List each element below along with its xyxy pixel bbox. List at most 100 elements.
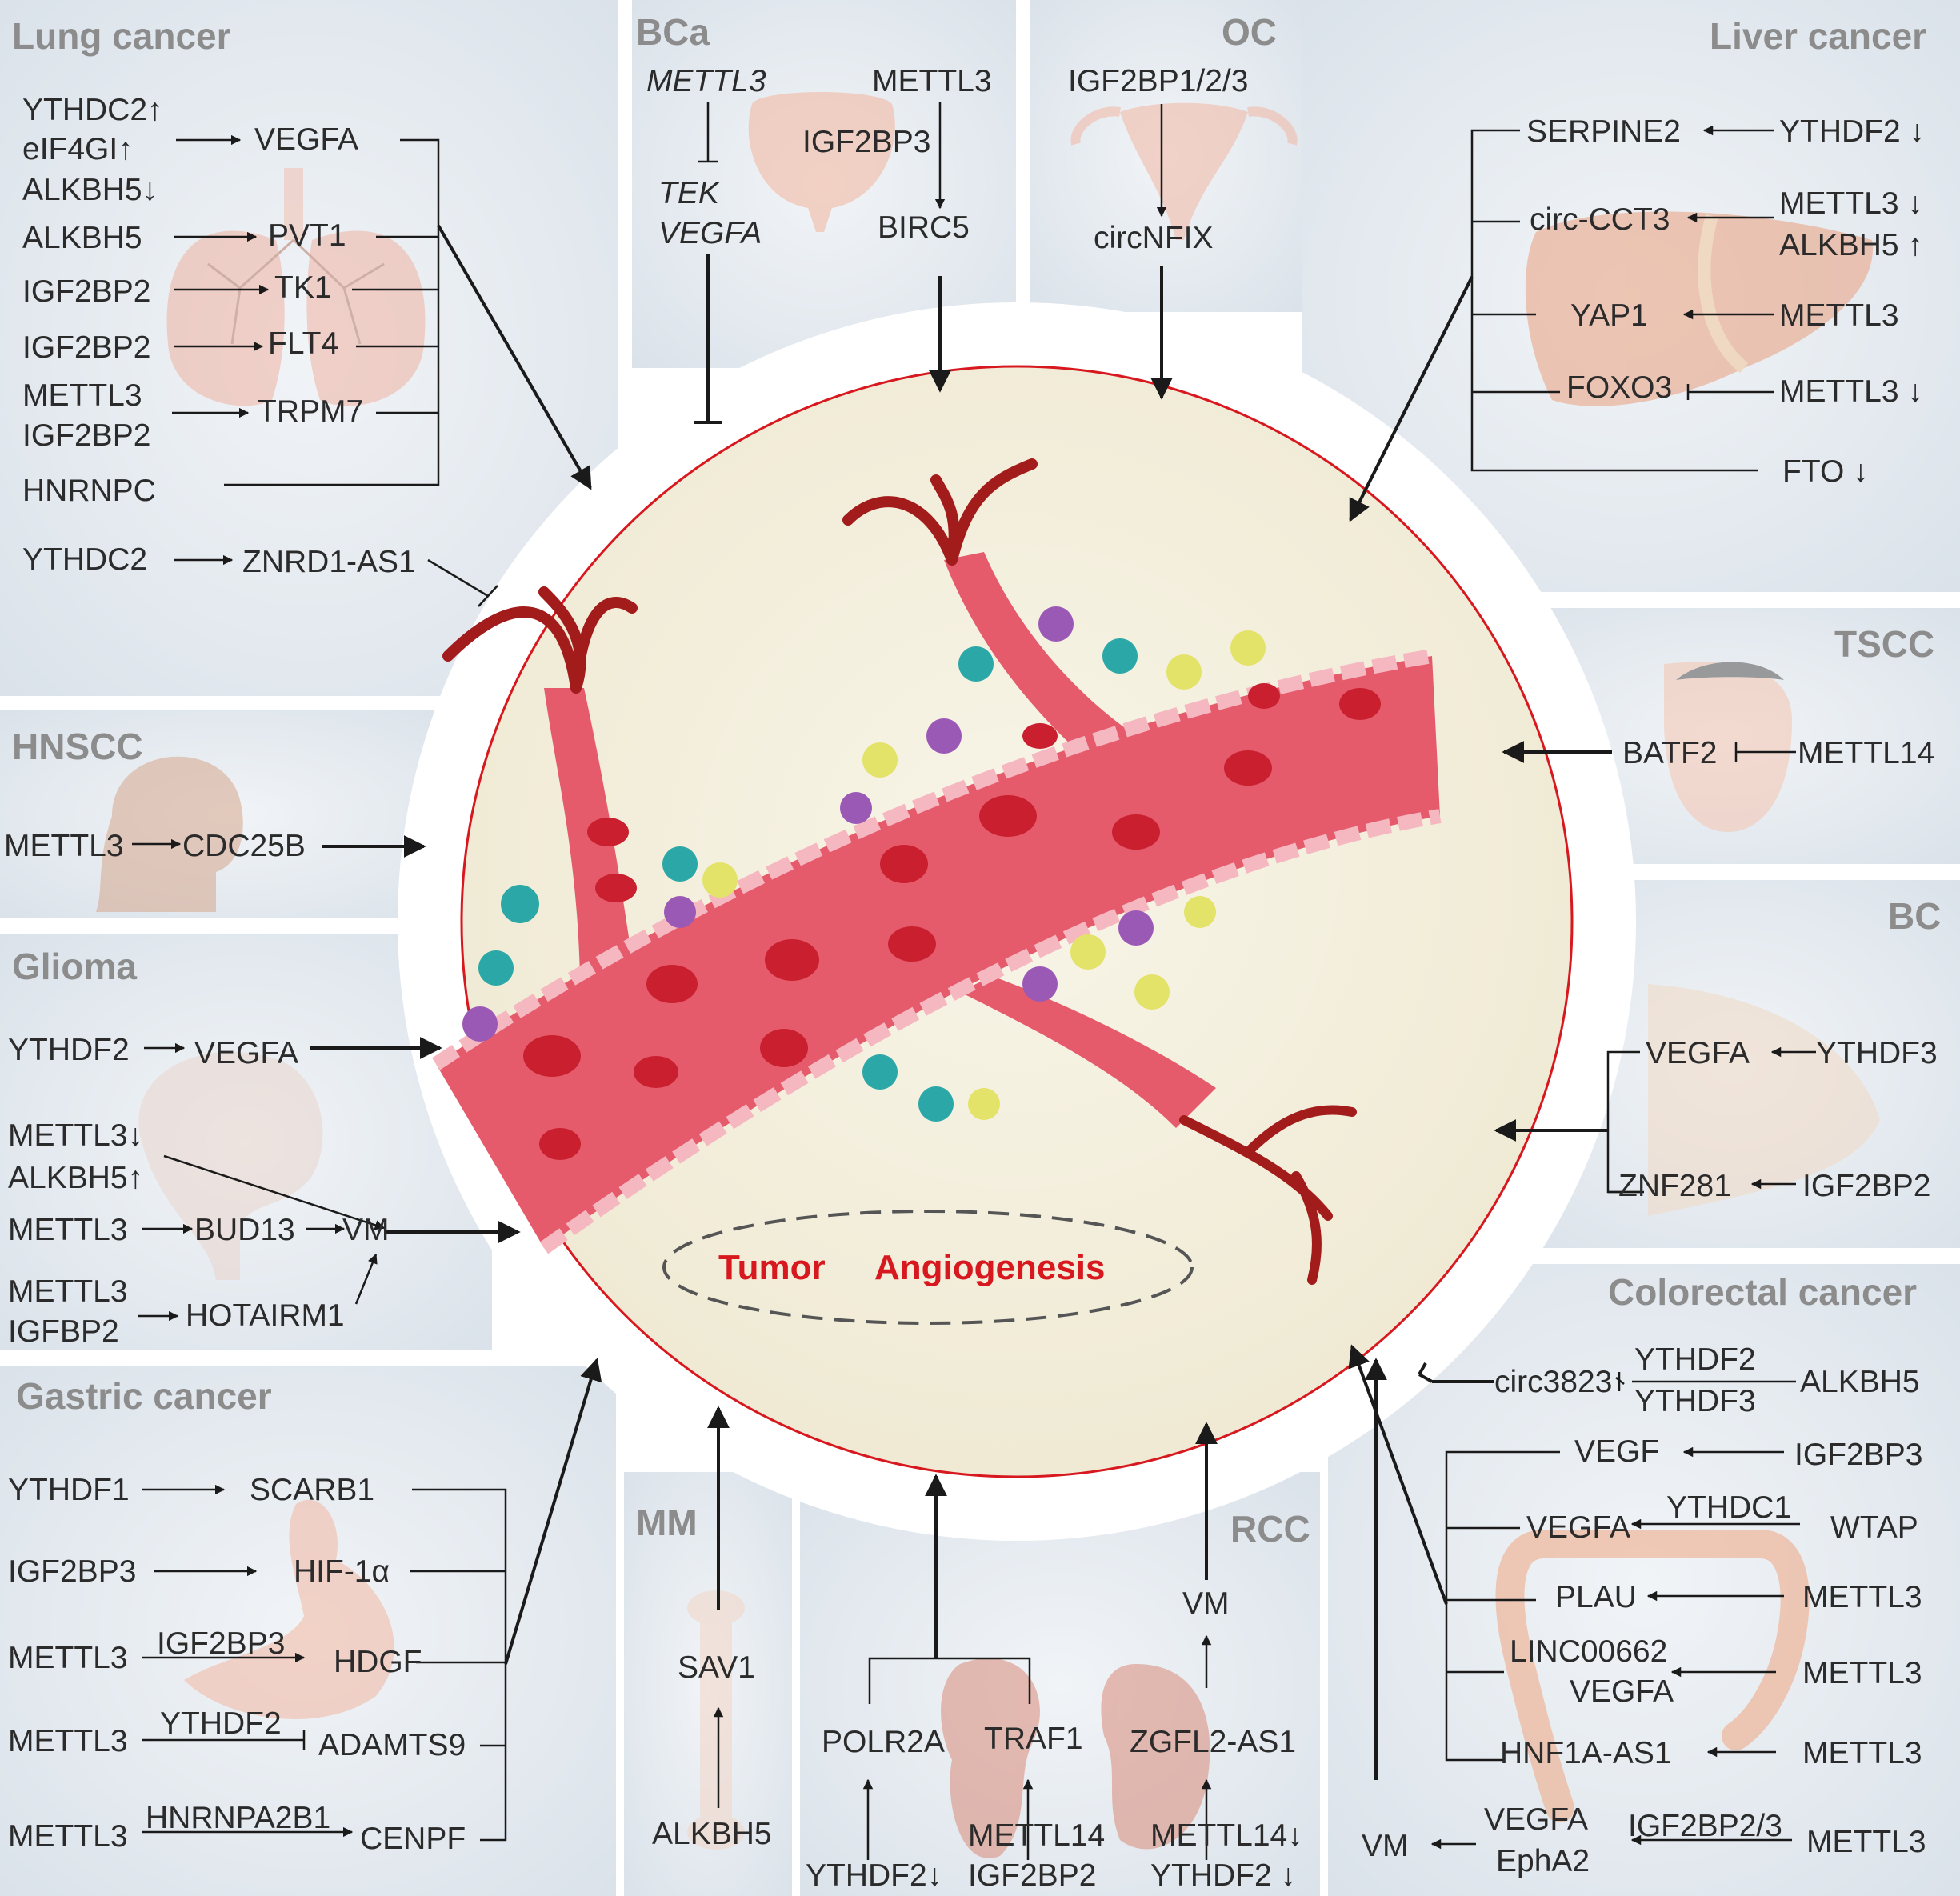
organ-illustrations xyxy=(96,92,1880,1858)
gene-mettl14: METTL14 xyxy=(1798,736,1935,770)
panel-title-mm: MM xyxy=(636,1502,698,1543)
gene-igf2bp2: IGF2BP2 xyxy=(22,330,151,365)
tumor-label: Tumor xyxy=(718,1248,826,1287)
gene-foxo3: FOXO3 xyxy=(1566,370,1673,405)
gene-pvt1: PVT1 xyxy=(268,218,346,253)
tongue-illustration xyxy=(1664,662,1792,832)
gene-igf2bp2: IGF2BP2 xyxy=(22,418,151,453)
gene-plau: PLAU xyxy=(1555,1580,1637,1614)
gene-vegf: VEGF xyxy=(1574,1434,1660,1469)
gene-mettl3: METTL3 xyxy=(8,1213,128,1247)
gene-sav1: SAV1 xyxy=(678,1650,755,1685)
gene-ythdf2-down: YTHDF2 ↓ xyxy=(1779,114,1926,149)
gene-alkbh5: ALKBH5 xyxy=(652,1817,772,1851)
gene-hdgf: HDGF xyxy=(334,1645,422,1679)
brain-illustration xyxy=(138,1051,323,1280)
panel-title-liver-cancer: Liver cancer xyxy=(1710,15,1927,57)
gene-mettl3-down: METTL3↓ xyxy=(8,1118,144,1153)
gene-igf2bp2: IGF2BP2 xyxy=(968,1858,1097,1893)
gene-circ3823: circ3823 xyxy=(1494,1365,1613,1399)
gene-serpine2: SERPINE2 xyxy=(1526,114,1681,149)
gene-mettl3: METTL3 xyxy=(1806,1825,1926,1859)
gene-hif-1a: HIF-1α xyxy=(294,1554,390,1589)
gene-hnrnpa2b1: HNRNPA2B1 xyxy=(146,1801,331,1835)
gene-ythdf3: YTHDF3 xyxy=(1634,1384,1756,1418)
gene-ythdf3: YTHDF3 xyxy=(1816,1036,1938,1070)
gene-mettl3-italic: METTL3 xyxy=(646,64,766,98)
gene-vegfa: VEGFA xyxy=(1646,1036,1750,1070)
gene-ythdf2: YTHDF2 xyxy=(8,1033,130,1067)
gene-tk1: TK1 xyxy=(274,270,332,305)
main-arrows xyxy=(310,224,1612,1780)
panel-title-bc: BC xyxy=(1888,895,1942,937)
gene-vegfa: VEGFA xyxy=(1484,1802,1589,1837)
gene-linc00662: LINC00662 xyxy=(1510,1634,1668,1669)
gene-epha2: EphA2 xyxy=(1496,1844,1590,1878)
gene-igf2bp3: IGF2BP3 xyxy=(1794,1438,1923,1472)
gene-igfbp2: IGFBP2 xyxy=(8,1314,119,1349)
gene-hnrnpc: HNRNPC xyxy=(22,474,156,508)
stomach-illustration xyxy=(184,1499,394,1719)
gene-mettl3: METTL3 xyxy=(872,64,992,98)
panel-title-bca: BCa xyxy=(636,11,710,53)
gene-igf2bp3: IGF2BP3 xyxy=(157,1626,286,1661)
gene-birc5: BIRC5 xyxy=(878,210,970,245)
lung-illustration xyxy=(166,168,426,406)
gene-mettl3-down: METTL3 ↓ xyxy=(1779,374,1923,409)
gene-alkbh5-down: ALKBH5↓ xyxy=(22,173,158,207)
gene-cenpf: CENPF xyxy=(360,1822,466,1856)
gene-vegfa: VEGFA xyxy=(1570,1674,1674,1709)
gene-mettl3: METTL3 xyxy=(1779,298,1899,333)
head-illustration xyxy=(96,756,243,912)
gene-adamts9: ADAMTS9 xyxy=(318,1728,466,1762)
gene-vegfa: VEGFA xyxy=(1526,1510,1631,1545)
gene-tek: TEK xyxy=(658,176,719,210)
panel-title-lung-cancer: Lung cancer xyxy=(12,15,231,57)
liver-illustration xyxy=(1525,211,1873,406)
gene-mettl14: METTL14 xyxy=(968,1818,1106,1853)
gene-igf2bp3: IGF2BP3 xyxy=(8,1554,137,1589)
gene-hotairm1: HOTAIRM1 xyxy=(186,1298,345,1333)
gene-trpm7: TRPM7 xyxy=(258,394,364,429)
gene-alkbh5: ALKBH5 xyxy=(1800,1365,1920,1399)
gene-vegfa: VEGFA xyxy=(658,216,762,250)
gene-yap1: YAP1 xyxy=(1570,298,1648,333)
gene-igf2bp2: IGF2BP2 xyxy=(22,274,151,309)
tumor-cells xyxy=(462,606,1266,1122)
gene-ythdc1: YTHDC1 xyxy=(1666,1490,1792,1525)
gene-alkbh5-up: ALKBH5 ↑ xyxy=(1779,228,1923,262)
gene-ythdf1: YTHDF1 xyxy=(8,1473,130,1507)
gene-ythdf2: YTHDF2 xyxy=(160,1706,282,1741)
gene-mettl14-down: METTL14↓ xyxy=(1150,1818,1303,1853)
panel-title-oc: OC xyxy=(1222,11,1277,53)
gene-mettl3: METTL3 xyxy=(4,829,124,863)
gene-mettl3: METTL3 xyxy=(8,1274,128,1309)
gene-zgfl2-as1: ZGFL2-AS1 xyxy=(1130,1725,1297,1759)
gene-vegfa: VEGFA xyxy=(194,1036,299,1070)
gene-mettl3: METTL3 xyxy=(8,1641,128,1675)
gene-ythdc2: YTHDC2 xyxy=(22,542,148,577)
gene-igf2bp1-2-3: IGF2BP1/2/3 xyxy=(1068,64,1249,98)
bladder-illustration xyxy=(748,92,895,232)
angiogenesis-label: Angiogenesis xyxy=(874,1248,1106,1287)
gene-eif4gi-up: eIF4GI↑ xyxy=(22,132,134,166)
gene-polr2a: POLR2A xyxy=(822,1725,945,1759)
gene-fto-down: FTO ↓ xyxy=(1782,454,1869,489)
tumor-angiogenesis-ellipse xyxy=(662,1210,1194,1325)
gene-flt4: FLT4 xyxy=(268,326,339,361)
pathway-lines xyxy=(132,102,1816,1860)
gene-batf2: BATF2 xyxy=(1622,736,1718,770)
gene-vm: VM xyxy=(1182,1586,1230,1621)
gene-mettl3: METTL3 xyxy=(1802,1656,1922,1690)
gene-mettl3: METTL3 xyxy=(8,1724,128,1758)
breast-illustration xyxy=(1648,984,1880,1216)
uterus-illustration xyxy=(1070,102,1298,240)
gene-igf2bp2-3: IGF2BP2/3 xyxy=(1628,1809,1782,1843)
gene-mettl3-down: METTL3 ↓ xyxy=(1779,186,1923,221)
panel-rcc xyxy=(800,1472,1320,1896)
gene-ythdc2-up: YTHDC2↑ xyxy=(22,93,163,127)
gene-znrd1-as1: ZNRD1-AS1 xyxy=(242,545,416,579)
panel-title-colorectal-cancer: Colorectal cancer xyxy=(1608,1271,1918,1313)
panel-title-rcc: RCC xyxy=(1230,1508,1310,1550)
